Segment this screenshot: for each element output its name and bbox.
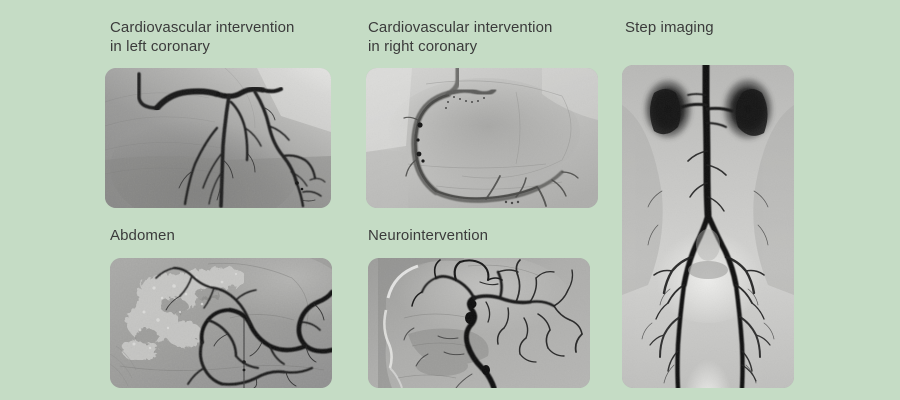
caption-text: Cardiovascular intervention in left coro… <box>110 19 295 55</box>
image-neurointervention-angiogram[interactable] <box>368 258 590 388</box>
image-step-imaging-aortogram[interactable] <box>622 65 794 388</box>
caption-step-imaging: Step imaging <box>625 18 714 37</box>
caption-neurointervention: Neurointervention <box>368 226 488 245</box>
image-left-coronary-angiogram[interactable] <box>105 68 331 208</box>
caption-right-coronary: Cardiovascular intervention in right cor… <box>368 18 552 56</box>
caption-abdomen: Abdomen <box>110 226 175 245</box>
neurointervention-angiogram-graphic <box>368 258 590 388</box>
right-coronary-angiogram-graphic <box>366 68 598 208</box>
step-imaging-aortogram-graphic <box>622 65 794 388</box>
caption-text: Neurointervention <box>368 227 489 244</box>
caption-left-coronary: Cardiovascular intervention in left coro… <box>110 18 294 56</box>
left-coronary-angiogram-graphic <box>105 68 331 208</box>
abdomen-angiogram-graphic <box>110 258 332 388</box>
image-abdomen-angiogram[interactable] <box>110 258 332 388</box>
caption-text: Cardiovascular intervention in right cor… <box>368 19 553 55</box>
caption-text: Step imaging <box>625 19 714 36</box>
caption-text: Abdomen <box>110 227 175 244</box>
image-right-coronary-angiogram[interactable] <box>366 68 598 208</box>
